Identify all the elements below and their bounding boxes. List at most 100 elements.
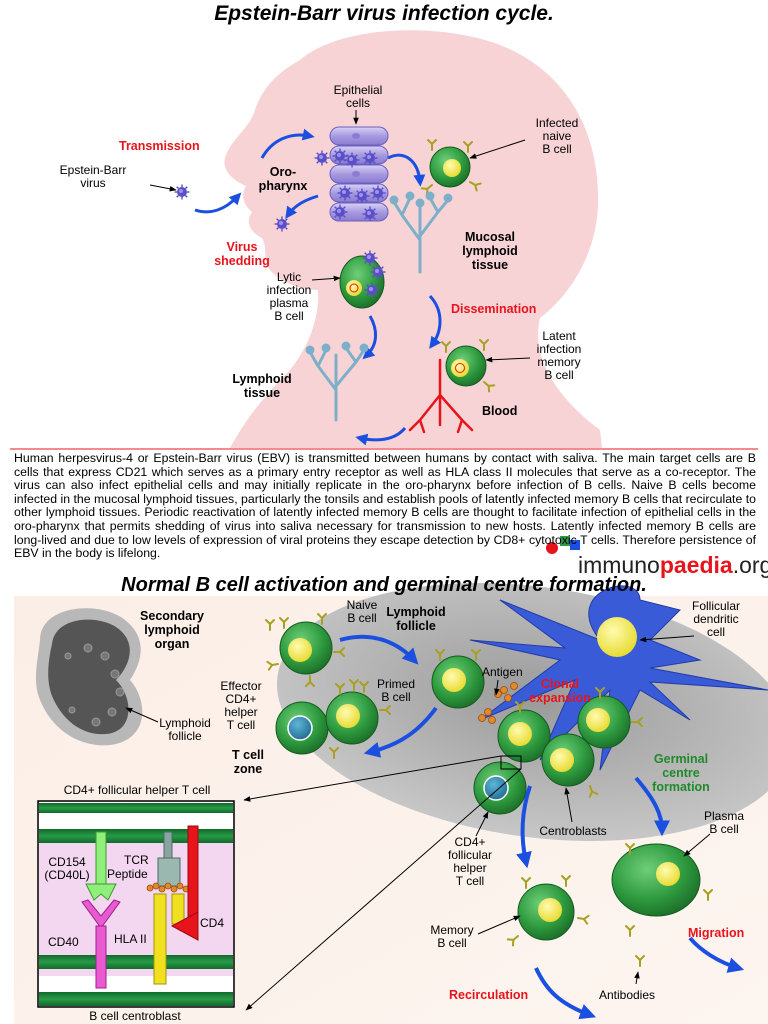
label-latent-line3: memory [537, 355, 581, 369]
label-memory-line2: B cell [437, 936, 467, 950]
label-latent-line2: infection [536, 342, 582, 356]
label-effector-line2: CD4+ [225, 692, 257, 706]
label-clonal-line1: Clonal [540, 677, 580, 691]
label-antigen: Antigen [482, 665, 523, 679]
label-mucosal-line1: Mucosal [464, 230, 516, 244]
label-infected-line3: B cell [542, 142, 572, 156]
label-tfh-line2: follicular [447, 848, 493, 862]
label-infected-line1: Infected [535, 116, 579, 130]
label-effector-line3: helper [224, 705, 258, 719]
label-lf-small-line1: Lymphoid [159, 716, 211, 730]
brand-part1: immuno [578, 552, 660, 578]
flow-arrows-top [194, 128, 442, 446]
label-slo-line1: Secondary [140, 609, 204, 623]
label-hla: HLA II [114, 932, 147, 946]
synapse-inset [37, 800, 235, 1008]
blood-vessel-icon [408, 358, 474, 434]
secondary-lymphoid-organ [35, 608, 143, 746]
label-peptide: Peptide [107, 867, 148, 881]
label-tfh-line4: T cell [455, 874, 485, 888]
label-clonal-line2: expansion [529, 691, 591, 705]
top-title: Epstein-Barr virus infection cycle. [214, 2, 554, 25]
label-blood: Blood [482, 404, 518, 418]
label-epithelial-line1: Epithelial [333, 83, 383, 97]
label-ebv-line2: virus [80, 176, 106, 190]
bottom-title: Normal B cell activation and germinal ce… [121, 574, 647, 596]
label-tcr: TCR [124, 853, 149, 867]
label-dissemination: Dissemination [451, 302, 537, 316]
label-antibodies: Antibodies [598, 988, 656, 1002]
head-silhouette [224, 30, 602, 449]
label-lf-small-line2: follicle [168, 729, 202, 743]
label-tfh-line1: CD4+ [454, 835, 486, 849]
label-recirculation: Recirculation [449, 988, 529, 1002]
label-lymphoid-line1: Lymphoid [232, 372, 292, 386]
label-naive-line2: B cell [347, 611, 377, 625]
primed-b-cell [325, 681, 391, 745]
label-tzone-line2: zone [233, 762, 263, 776]
label-infected-line2: naive [542, 129, 572, 143]
brand-part3: .org [732, 552, 768, 578]
virus-icon [313, 149, 331, 167]
label-lytic-line2: infection [266, 283, 312, 297]
label-gc-line2: centre [662, 766, 700, 780]
leader-lines-top [149, 110, 531, 363]
label-lytic-line4: B cell [274, 309, 304, 323]
label-gc-line3: formation [652, 780, 710, 794]
label-mucosal-line2: lymphoid [462, 244, 518, 258]
caption-text: Human herpesvirus-4 or Epstein-Barr viru… [14, 451, 756, 561]
latent-memory-b-cell [441, 339, 496, 393]
label-shedding-line1: Virus [226, 240, 258, 254]
mucosal-tissue-icon [389, 191, 453, 274]
label-primed-line1: Primed [376, 677, 416, 691]
label-mucosal-line3: tissue [471, 258, 509, 272]
label-fdc-line1: Follicular [691, 599, 741, 613]
label-primed-line2: B cell [381, 690, 411, 704]
label-transmission: Transmission [119, 139, 200, 153]
follicle-b-cell [431, 649, 485, 709]
label-lymphoid-line2: tissue [243, 386, 281, 400]
plasma-b-cell [611, 843, 701, 917]
label-ebv-line1: Epstein-Barr [59, 163, 127, 177]
epithelial-cells-icon [329, 126, 389, 223]
label-effector-line1: Effector [220, 679, 262, 693]
label-slo-line3: organ [154, 637, 190, 651]
brand-logo: immunopaedia.org [578, 552, 768, 579]
label-centroblasts: Centroblasts [539, 824, 607, 838]
label-oro-line2: pharynx [258, 179, 308, 193]
leader-lines-bottom [125, 635, 711, 1011]
effector-t-cell [275, 701, 329, 755]
label-tfh-line3: helper [453, 861, 487, 875]
label-cd154-line1: CD154 [48, 855, 86, 869]
label-epithelial-line2: cells [345, 96, 371, 110]
lymphoid-tissue-icon [305, 341, 369, 422]
label-memory-line1: Memory [430, 923, 474, 937]
label-latent-line1: Latent [542, 329, 576, 343]
label-cd40: CD40 [48, 935, 79, 949]
label-fdc-line2: dendritic [693, 612, 739, 626]
label-lytic-line3: plasma [269, 296, 309, 310]
label-lytic-line1: Lytic [276, 270, 302, 284]
flow-arrows-bottom [339, 634, 745, 1020]
label-plasma-line1: Plasma [703, 809, 745, 823]
label-lf-line1: Lymphoid [386, 605, 446, 619]
clonal-expansion-cells [497, 687, 643, 798]
label-cd154-line2: (CD40L) [44, 868, 90, 882]
label-oro-line1: Oro- [269, 165, 297, 179]
brand-part2: paedia [659, 552, 733, 578]
infected-naive-b-cell [420, 139, 482, 196]
label-cd4: CD4 [200, 916, 225, 930]
label-naive-line1: Naive [346, 598, 378, 612]
virus-icon [273, 215, 291, 233]
label-shedding-line2: shedding [214, 254, 270, 268]
lytic-plasma-b-cell [339, 249, 387, 309]
label-effector-line4: T cell [226, 718, 256, 732]
label-lf-line2: follicle [396, 619, 436, 633]
label-fdc-line3: cell [706, 625, 726, 639]
label-plasma-line2: B cell [709, 822, 739, 836]
memory-b-cell [506, 875, 590, 947]
label-slo-line2: lymphoid [144, 623, 200, 637]
label-migration: Migration [688, 926, 745, 940]
